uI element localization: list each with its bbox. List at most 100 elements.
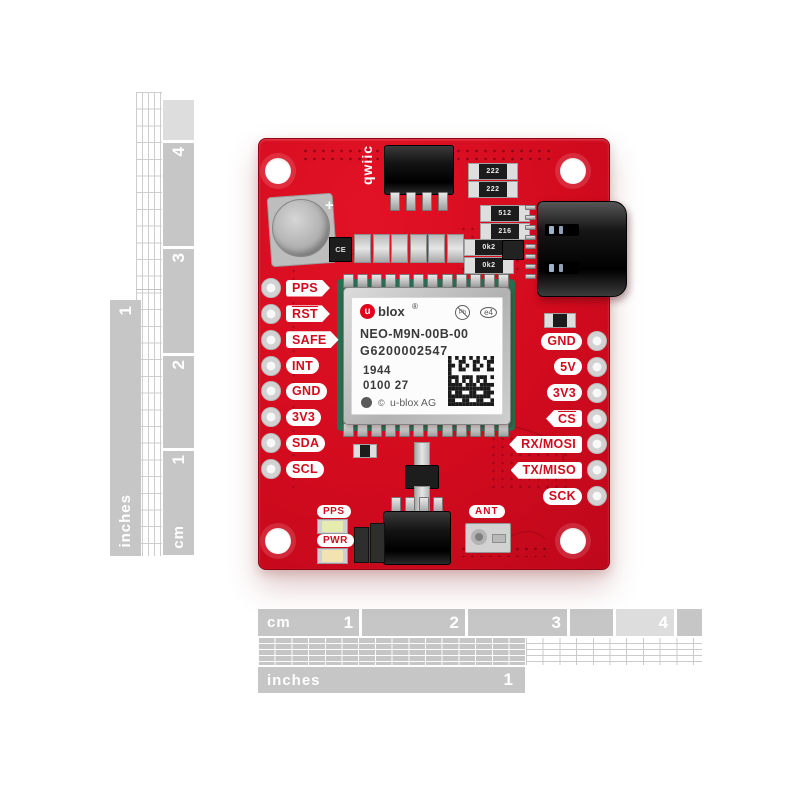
pin-row-safe: SAFE (261, 329, 339, 350)
through-hole-pad (587, 331, 607, 351)
cm-segment: 3 (468, 609, 568, 636)
module-label: u blox ® Pb e4 NEO-M9N-00B-00 G620000254… (351, 297, 503, 415)
through-hole-pad (261, 303, 281, 324)
smd-capacitor (409, 234, 427, 263)
smd-ic (502, 240, 524, 260)
usb-c-connector (537, 201, 627, 297)
cm-number: 2 (168, 360, 188, 370)
mounting-hole (265, 158, 291, 184)
smd-resistor: 222 (468, 181, 518, 198)
cm-segment (677, 609, 702, 636)
pps-led-label: PPS (317, 505, 351, 518)
cm-number: 2 (449, 612, 459, 632)
resistor-marking: 0k2 (475, 258, 503, 273)
pin-row-gnd: GND (261, 381, 327, 402)
ufl-antenna-connector (465, 523, 511, 553)
maker-text: u-blox AG (390, 397, 437, 409)
through-hole-pad (587, 434, 607, 455)
horizontal-inch-number: 1 (503, 670, 513, 689)
through-hole-pad (587, 356, 607, 377)
smd-ic-label: CE (335, 245, 346, 254)
smd-capacitor (446, 234, 464, 263)
pin-row-tx-miso: TX/MISO (510, 460, 607, 481)
through-hole-pad (261, 329, 281, 350)
copyright-mark: © (378, 398, 385, 408)
data-matrix-barcode (448, 356, 494, 406)
pin-row-rst: RST (261, 303, 330, 324)
horizontal-ruler-tick-strip-right (526, 638, 702, 665)
qwiic-connector-pins (390, 192, 448, 211)
pin-silkscreen-label: PPS (286, 280, 330, 297)
resistor-marking: 222 (479, 164, 507, 179)
qwiic-label: qwiic (359, 145, 375, 186)
ant-label: ANT (469, 505, 505, 518)
usb-c-pins (525, 205, 536, 279)
cm-segment (570, 609, 613, 636)
pin-row-5v: 5V (554, 356, 607, 377)
mounting-hole (560, 158, 586, 184)
vertical-inches-unit-label: inches (117, 494, 134, 548)
mounting-hole (265, 528, 291, 554)
pin-silkscreen-label: TX/MISO (510, 461, 582, 479)
pin-silkscreen-label: SCK (542, 487, 582, 505)
pin-silkscreen-label: SAFE (286, 331, 339, 348)
through-hole-pad (261, 381, 281, 402)
smd-capacitor (391, 234, 408, 263)
sot23-transistor (405, 465, 439, 489)
module-serial: G6200002547 (360, 344, 449, 358)
cm-number: 1 (343, 612, 354, 632)
pin-silkscreen-label: RST (286, 305, 330, 322)
smd-capacitor (372, 234, 390, 263)
registered-mark: ® (412, 302, 418, 311)
module-castellation-pins-top (343, 274, 509, 288)
module-date-code: 1944 (363, 365, 391, 377)
pin-silkscreen-label: RX/MOSI (509, 435, 582, 453)
smd-resistor: 0k2 (464, 257, 514, 274)
pin-silkscreen-label: INT (286, 357, 320, 375)
smd-component (354, 527, 369, 563)
cm-number: 1 (168, 455, 188, 465)
cm-segment: 4 (615, 609, 675, 636)
through-hole-pad (587, 382, 607, 403)
u-blox-logo-icon: u (360, 304, 375, 319)
through-hole-pad (261, 459, 281, 480)
pin-silkscreen-label: GND (286, 382, 327, 400)
horizontal-ruler-inches-band: inches 1 (258, 667, 525, 693)
pin-row-gnd: GND (541, 331, 607, 351)
pwr-led (317, 548, 348, 564)
smd-resistor (353, 444, 377, 458)
horizontal-ruler-tick-strip-left (258, 638, 526, 665)
smd-capacitor (354, 234, 371, 263)
pin-row-rx-mosi: RX/MOSI (509, 434, 607, 455)
smd-component (370, 523, 385, 563)
smd-ic: CE (329, 237, 352, 262)
smd-resistor: 216 (480, 223, 530, 240)
resistor-marking: 0k2 (475, 240, 503, 255)
pwr-led-label: PWR (317, 534, 354, 547)
cm-number: 3 (168, 253, 188, 263)
smd-resistor: 0k2 (464, 239, 514, 256)
pin-silkscreen-label: 3V3 (286, 408, 322, 426)
resistor-marking: 216 (491, 224, 519, 239)
through-hole-pad (261, 355, 281, 376)
pin-row-3v3: 3V3 (261, 407, 322, 428)
electrolytic-capacitor (272, 199, 330, 257)
through-hole-pad (261, 278, 281, 298)
smd-resistor: 222 (468, 163, 518, 180)
qwiic-connector (384, 145, 454, 195)
brand-text: blox (378, 304, 405, 319)
pin-row-scl: SCL (261, 459, 324, 480)
e4-cert-mark: e4 (480, 307, 497, 318)
cm-segment (163, 100, 194, 140)
pin-row-3v3: 3V3 (546, 382, 607, 403)
cm-number: 4 (168, 147, 188, 157)
pin-row-sck: SCK (542, 486, 607, 507)
cm-segment: 2 (163, 356, 194, 448)
module-lot-code: 0100 27 (363, 380, 409, 392)
pin-silkscreen-label: CS (546, 410, 582, 428)
